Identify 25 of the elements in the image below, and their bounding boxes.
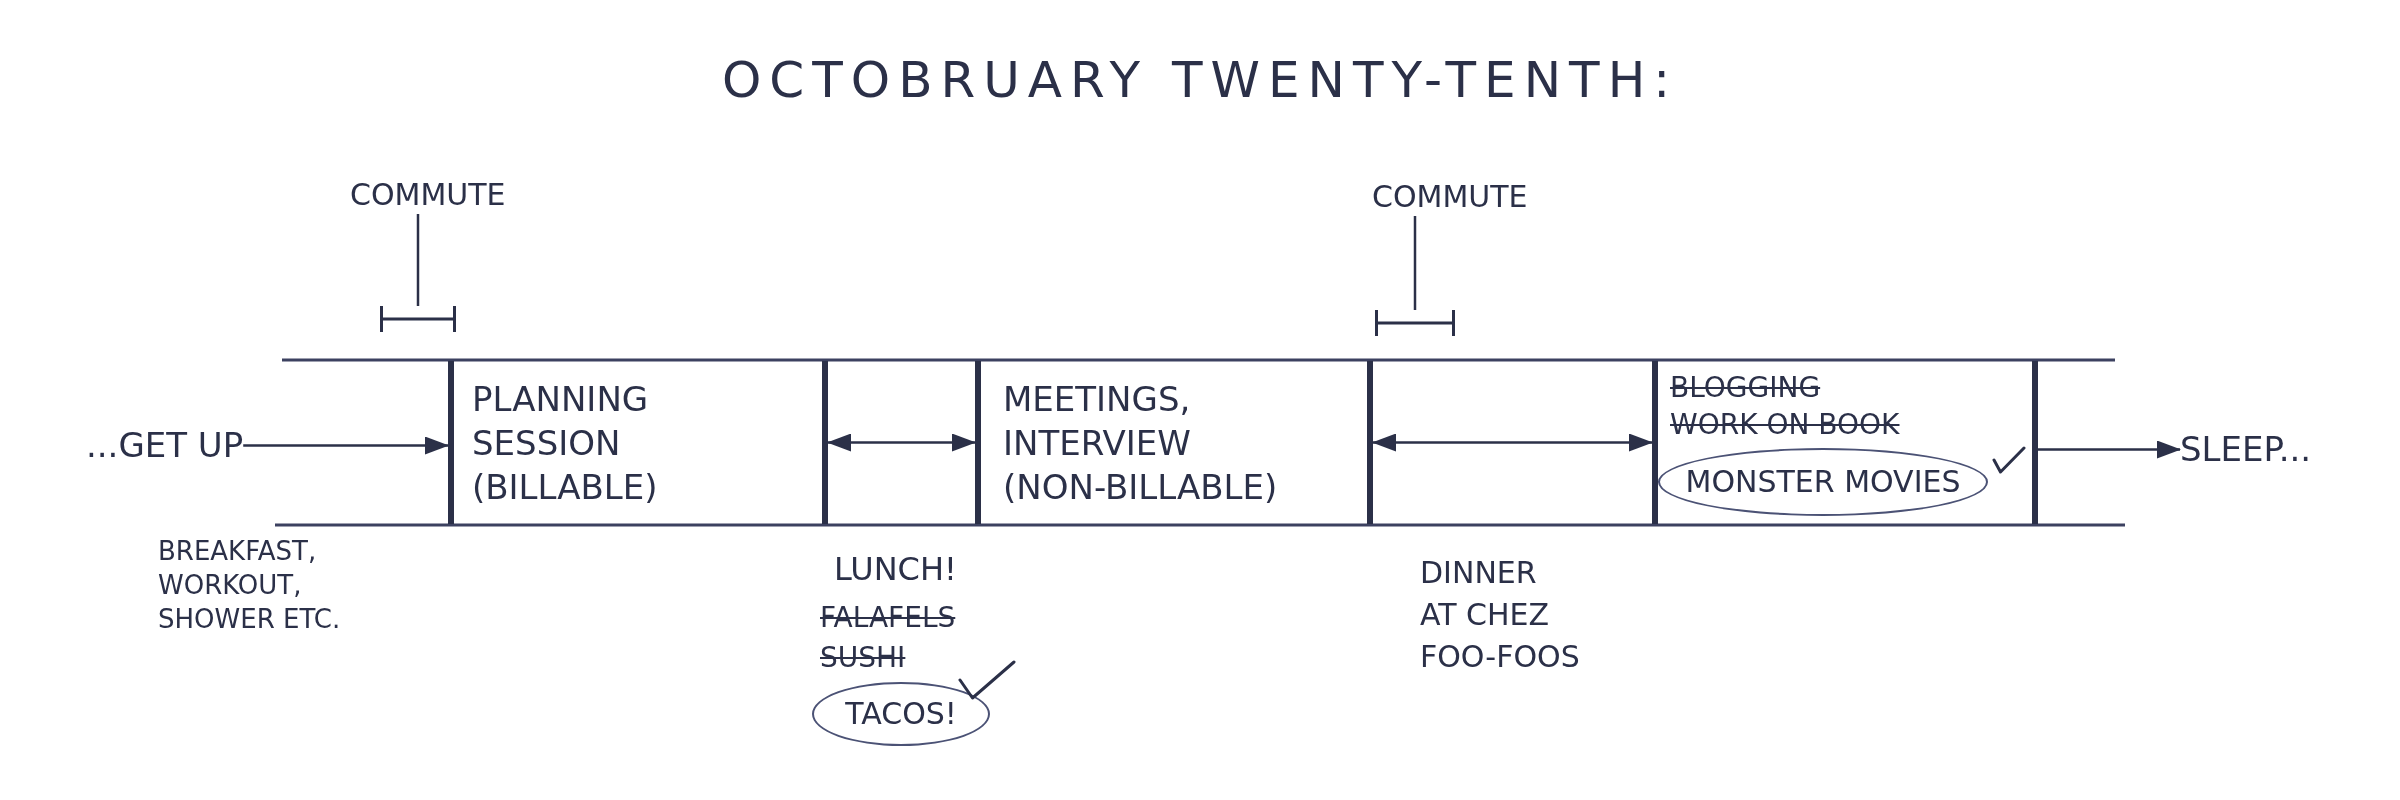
leader-line xyxy=(1413,216,1417,310)
crossed-out-text: SUSHI xyxy=(820,640,906,676)
timeline-segment: PLANNING SESSION (BILLABLE) xyxy=(448,361,828,524)
timeline-label: ...GET UP xyxy=(86,424,244,467)
arrow xyxy=(2038,440,2181,459)
handwritten-note: DINNER AT CHEZ FOO-FOOS xyxy=(1420,554,1580,676)
handwritten-note: BREAKFAST, WORKOUT, SHOWER ETC. xyxy=(158,535,342,636)
dimension-bracket xyxy=(380,306,456,332)
leader-line xyxy=(416,214,420,306)
double-arrow xyxy=(1372,433,1653,452)
crossed-out-text: FALAFELS xyxy=(820,600,956,636)
crossed-out-text: WORK ON BOOK xyxy=(1670,407,1900,443)
diagram-title: OCTOBRUARY TWENTY-TENTH: xyxy=(722,50,1679,111)
handwritten-note: LUNCH! xyxy=(834,549,957,590)
crossed-out-text: BLOGGING xyxy=(1670,370,1821,406)
annotation-label: COMMUTE xyxy=(350,176,506,214)
double-arrow xyxy=(827,433,976,452)
timeline-segment: MEETINGS, INTERVIEW (NON-BILLABLE) xyxy=(975,361,1373,524)
circled-choice: MONSTER MOVIES xyxy=(1658,448,1988,516)
arrow xyxy=(243,436,449,455)
timeline-label: SLEEP... xyxy=(2180,428,2312,471)
timeline-segment xyxy=(1652,361,2038,524)
circled-choice: TACOS! xyxy=(812,682,990,746)
annotation-label: COMMUTE xyxy=(1372,178,1528,216)
dimension-bracket xyxy=(1375,310,1455,336)
